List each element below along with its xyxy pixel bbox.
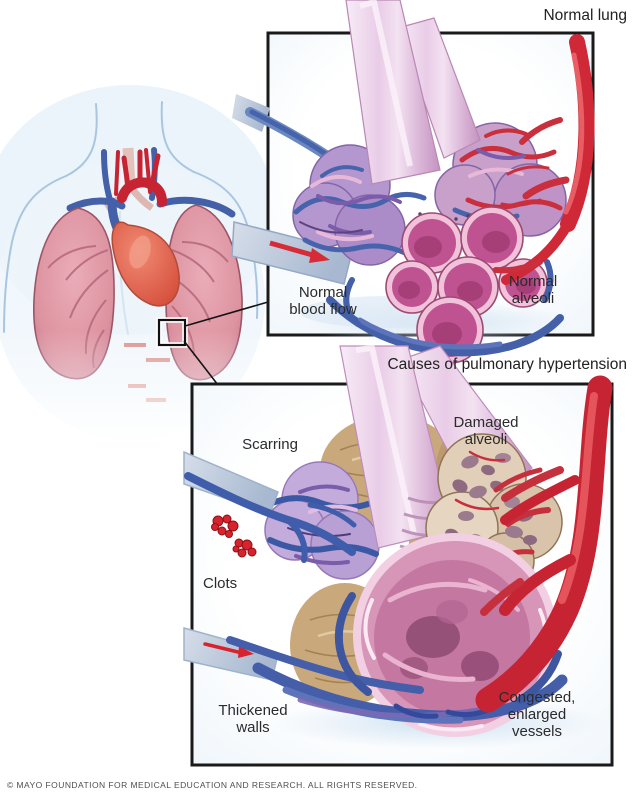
thickened-vessels [183,592,568,724]
alveolus [385,260,439,314]
causes-box [183,344,614,767]
flow-arrow-small [203,642,244,655]
heart [111,149,180,307]
label-scarring: Scarring [242,436,298,453]
causes-title: Causes of pulmonary hypertension [387,356,627,373]
copyright-line: © MAYO FOUNDATION FOR MEDICAL EDUCATION … [7,780,418,790]
veins-under-bundle [326,259,564,357]
callout-line-bottom [183,340,219,386]
label-normal-alveoli: Normal alveoli [508,273,558,307]
normal-lung-box [231,0,595,364]
alveolus [401,212,463,274]
normal-lung-title: Normal lung [543,7,627,24]
callout-line-top [184,301,269,327]
congested-enlarged-vessel [475,375,613,713]
clots [211,514,257,558]
label-congested-vessels: Congested, enlarged vessels [498,689,576,740]
zoom-region-box [156,317,188,348]
label-thickened-walls: Thickened walls [218,702,288,736]
blood-flow-vessel [231,221,353,285]
label-damaged-alveoli: Damaged alveoli [453,414,519,448]
cut-open-alveoli-normal [385,206,548,364]
bronchiole-normal [345,0,481,222]
alveolus [460,206,524,270]
label-clots: Clots [203,575,238,592]
label-normal-blood-flow: Normal blood flow [289,284,357,318]
clot-vessel [183,450,357,563]
blood-flow-arrow [269,240,317,259]
pulmonary-artery-right [493,34,595,285]
alveoli-cluster-scarred [259,461,380,580]
